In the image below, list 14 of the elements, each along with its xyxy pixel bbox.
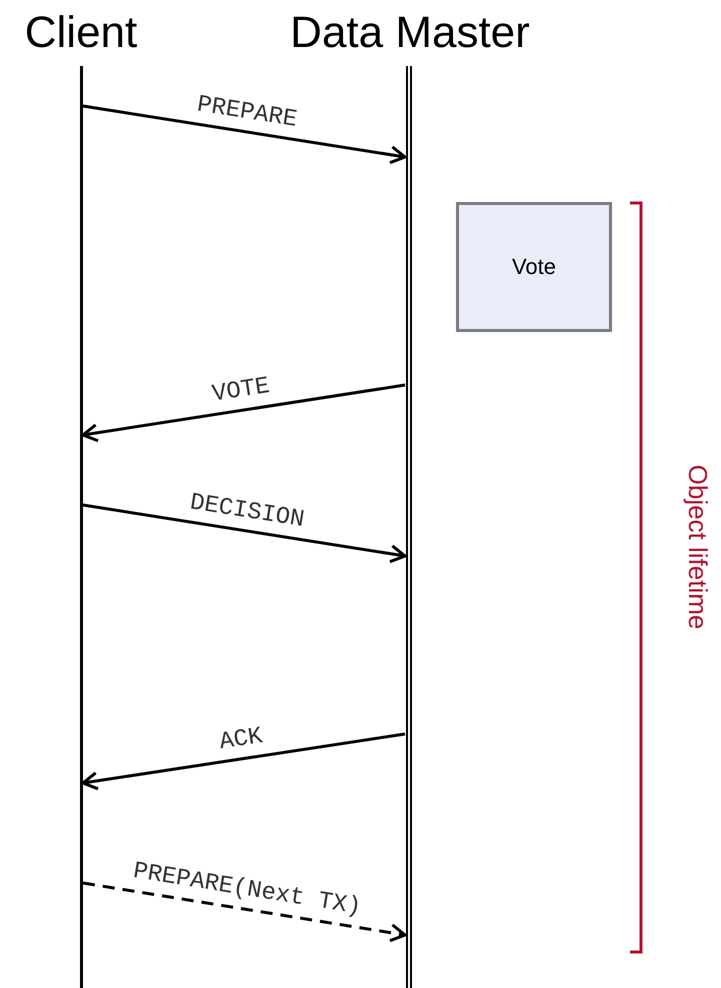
- lifetime-label: Object lifetime: [683, 464, 713, 630]
- object-box: [456, 202, 612, 332]
- edge-label: VOTE: [209, 374, 273, 409]
- message-arrow: [82, 732, 406, 790]
- edge-label: DECISION: [187, 490, 308, 534]
- object-label: Vote: [512, 254, 556, 280]
- message-arrow: [82, 104, 406, 164]
- message-arrow: [82, 384, 406, 442]
- lifeline-heading: Client: [24, 8, 138, 58]
- edge-label: ACK: [216, 723, 266, 756]
- edge-label: PREPARE: [194, 92, 300, 134]
- message-arrow: [82, 882, 406, 942]
- message-arrow: [82, 504, 406, 564]
- lifeline-heading: Data Master: [289, 8, 531, 58]
